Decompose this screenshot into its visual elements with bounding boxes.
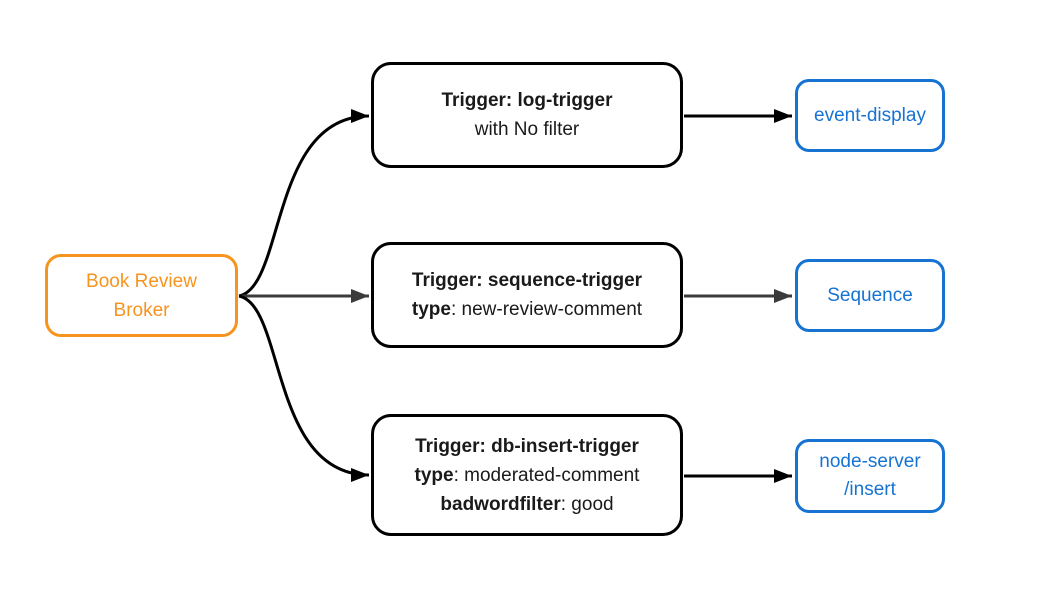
sink-label-line1: node-server: [819, 451, 921, 472]
trigger-filter-text: : good: [560, 493, 614, 515]
trigger-detail: type: moderated-comment: [415, 461, 640, 490]
arrow-broker-to-log-trigger: [238, 109, 370, 298]
trigger-detail-key: type: [411, 299, 451, 320]
trigger-detail-text: with No filter: [474, 119, 580, 140]
broker-label-line2: Broker: [113, 299, 170, 321]
trigger-detail: with No filter: [475, 115, 580, 144]
trigger-filter-key: badwordfilter: [440, 493, 561, 515]
sink-label: Sequence: [827, 284, 913, 306]
sink-label: event-display: [814, 104, 926, 126]
trigger-detail-text: : moderated-comment: [453, 464, 640, 486]
trigger-node-sequence: Trigger: sequence-trigger type: new-revi…: [371, 242, 683, 348]
sink-node-event-display: event-display: [795, 79, 945, 152]
sink-node-sequence: Sequence: [795, 259, 945, 332]
sink-label-line2: /insert: [844, 479, 896, 500]
broker-label-line1: Book Review: [86, 270, 197, 292]
sink-node-node-server-insert: node-server /insert: [795, 439, 945, 513]
trigger-title: Trigger: sequence-trigger: [412, 266, 642, 295]
trigger-detail-key: type: [414, 464, 454, 486]
trigger-title: Trigger: db-insert-trigger: [415, 432, 639, 461]
trigger-node-db-insert: Trigger: db-insert-trigger type: moderat…: [371, 414, 683, 536]
trigger-filter: badwordfilter: good: [440, 490, 613, 519]
trigger-detail: type: new-review-comment: [412, 295, 642, 324]
trigger-title: Trigger: log-trigger: [442, 86, 613, 115]
trigger-node-log: Trigger: log-trigger with No filter: [371, 62, 683, 168]
arrow-broker-to-db-insert-trigger: [238, 294, 370, 482]
trigger-detail-text: : new-review-comment: [450, 299, 643, 320]
broker-node: Book Review Broker: [45, 254, 238, 337]
trigger-title-bold: Trigger: log-trigger: [441, 90, 613, 111]
trigger-title-bold: Trigger: sequence-trigger: [411, 270, 643, 291]
trigger-title-bold: Trigger: db-insert-trigger: [415, 435, 639, 457]
